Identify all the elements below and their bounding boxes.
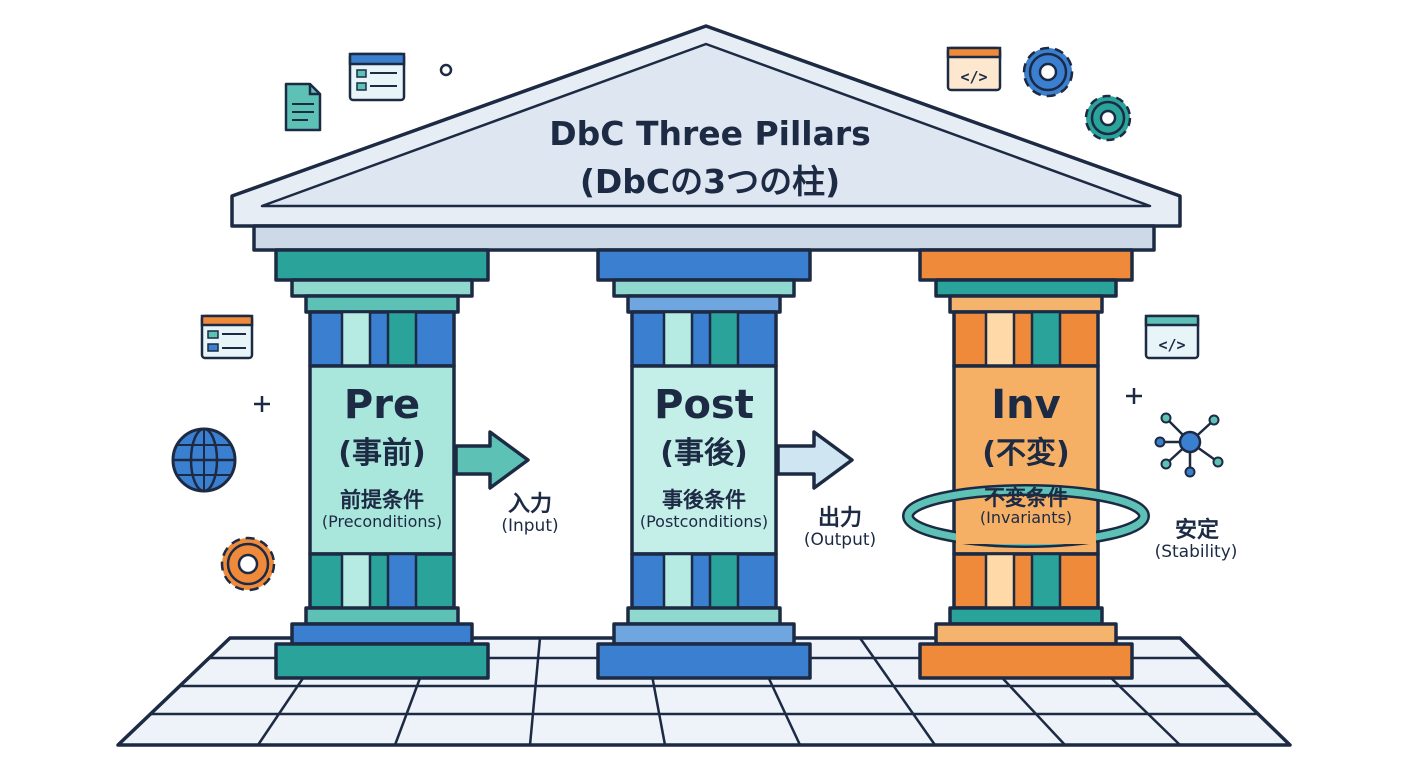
output-label-en: (Output) <box>803 530 877 550</box>
input-label-en: (Input) <box>501 516 559 536</box>
stability-ring <box>902 484 1150 548</box>
gear-icon <box>220 536 276 592</box>
input-arrow <box>454 430 530 490</box>
pillar-post-term-en: (Postconditions) <box>639 512 769 531</box>
stability-label-en: (Stability) <box>1154 542 1238 562</box>
svg-text:</>: </> <box>960 68 987 86</box>
pillar-post-name: Post <box>654 382 754 428</box>
pillar-pre-name: Pre <box>343 382 421 428</box>
gear-icon <box>1022 46 1074 98</box>
plus-icon <box>254 396 270 412</box>
dot-icon <box>439 63 453 77</box>
browser-window-icon <box>348 52 406 102</box>
pillar-pre-term-jp: 前提条件 <box>340 488 424 512</box>
pillar-inv-name-jp: (不変) <box>982 436 1070 471</box>
output-arrow <box>776 430 854 490</box>
input-label-jp: 入力 <box>507 492 552 517</box>
browser-window-icon <box>200 314 254 360</box>
stability-label-jp: 安定 <box>1174 518 1219 543</box>
pillar-pre-term-en: (Preconditions) <box>321 512 443 531</box>
diagram-title: DbC Three Pillars <box>549 114 871 153</box>
pillar-post-name-jp: (事後) <box>660 436 748 471</box>
network-node-icon <box>1154 412 1224 478</box>
pillar-post <box>596 248 812 680</box>
pillar-inv-name: Inv <box>991 382 1061 428</box>
globe-icon <box>171 427 237 493</box>
code-window-icon: </> <box>946 46 1002 92</box>
pillar-inv-term-jp: 不変条件 <box>984 486 1068 510</box>
pillar-inv <box>918 248 1134 680</box>
pillar-pre-name-jp: (事前) <box>338 436 426 471</box>
pillar-post-term-jp: 事後条件 <box>662 488 746 512</box>
pillar-pre <box>274 248 490 680</box>
plus-icon <box>1126 388 1142 404</box>
code-window-icon: </> <box>1144 314 1200 360</box>
output-label-jp: 出力 <box>817 506 862 531</box>
svg-text:</>: </> <box>1158 336 1185 354</box>
diagram-subtitle: (DbCの3つの柱) <box>579 162 841 201</box>
pillar-inv-term-en: (Invariants) <box>979 508 1073 527</box>
document-icon <box>284 82 322 132</box>
gear-icon <box>1084 94 1132 142</box>
